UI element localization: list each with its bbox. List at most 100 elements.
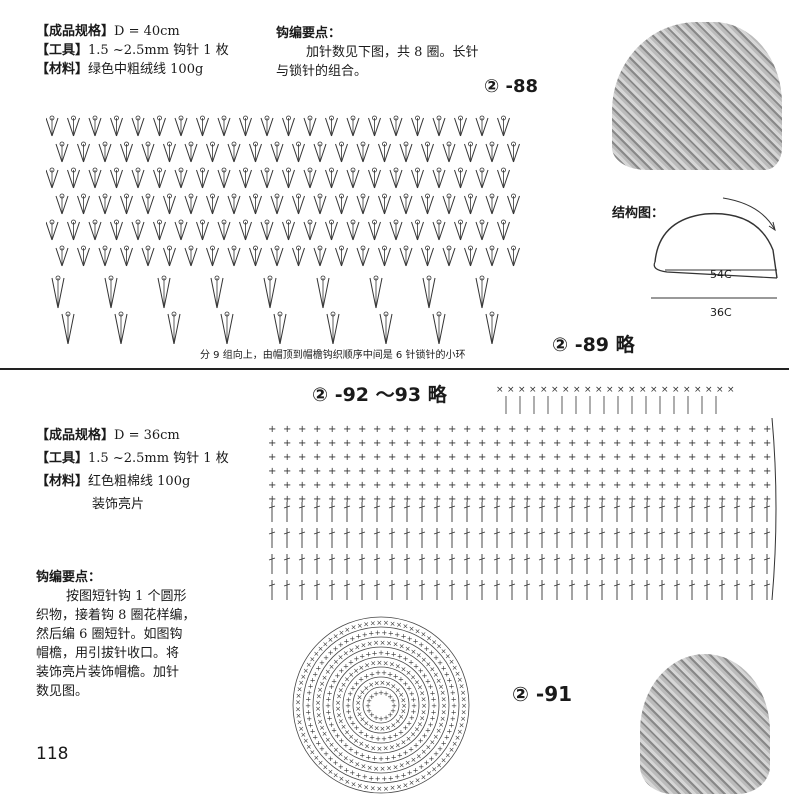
- stitch-dc: [268, 502, 276, 522]
- stitch-plus: +: [418, 424, 426, 435]
- stitch-x: ×: [410, 756, 416, 764]
- stitch-x: ×: [319, 724, 325, 732]
- stitch-x: ×: [399, 762, 405, 770]
- stitch-dc: [388, 528, 396, 548]
- stitch-fan: [210, 275, 224, 309]
- stitch-x: +: [424, 759, 430, 767]
- stitch-fan: [77, 193, 90, 215]
- stitch-x: ×: [353, 737, 359, 745]
- stitch-x: ×: [398, 713, 404, 721]
- stitch-x: ×: [461, 709, 467, 717]
- stitch-plus: +: [763, 452, 771, 463]
- stitch-fan: [249, 141, 262, 163]
- stitch-x: +: [333, 759, 339, 767]
- stitch-x: ×: [449, 658, 455, 666]
- notes-line: 装饰亮片装饰帽檐。加针: [36, 665, 180, 680]
- round-ring: [302, 626, 460, 784]
- stitch-dc: [403, 580, 411, 600]
- stitch-dc: [718, 554, 726, 574]
- stitch-fan: [411, 219, 424, 241]
- stitch-x: +: [381, 669, 387, 677]
- stitch-fan: [67, 167, 80, 189]
- stitch-fan: [51, 275, 65, 309]
- stitch-x: +: [388, 630, 394, 638]
- stitch-plus: +: [643, 480, 651, 491]
- stitch-x: ×: [296, 712, 302, 720]
- stitch-plus: +: [643, 466, 651, 477]
- stitch-plus: +: [688, 452, 696, 463]
- stitch-x: ×: [295, 699, 301, 707]
- stitch-x: ×: [306, 743, 312, 751]
- stitch-plus: +: [508, 494, 516, 505]
- stitch-x: ×: [327, 768, 333, 776]
- stitch-fan: [120, 193, 133, 215]
- stitch-x: ×: [419, 714, 425, 722]
- stitch-fan: [163, 245, 176, 267]
- stitch-dc: [283, 502, 291, 522]
- stitch-plus: +: [613, 466, 621, 477]
- stitch-x: ×: [400, 696, 406, 704]
- stitch-x: ×: [380, 765, 386, 773]
- stitch-plus: +: [448, 466, 456, 477]
- stitch-plus: +: [553, 438, 561, 449]
- stitch-dc: [298, 580, 306, 600]
- stitch-x: ×: [343, 754, 349, 762]
- stitch-x: ×: [298, 679, 304, 687]
- stitch-plus: +: [538, 480, 546, 491]
- stitch-x: ×: [354, 644, 360, 652]
- stitch-dc: [493, 502, 501, 522]
- stitch-dc: [418, 580, 426, 600]
- stitch-plus: +: [448, 494, 456, 505]
- stitch-x: +: [411, 702, 417, 710]
- stitch-dc: [463, 554, 471, 574]
- stitch-plus: +: [328, 494, 336, 505]
- stitch-dc: [523, 528, 531, 548]
- stitch-plus: +: [523, 466, 531, 477]
- stitch-x: ×: [440, 689, 446, 697]
- stitch-fan: [217, 219, 231, 241]
- stitch-fan: [411, 167, 424, 189]
- stitch-x: ×: [383, 619, 389, 627]
- stitch-x: ×: [322, 641, 328, 649]
- stitch-x: ×: [315, 699, 321, 707]
- stitch-x: ×: [376, 785, 382, 793]
- stitch-plus: +: [628, 452, 636, 463]
- stitch-plus: +: [538, 424, 546, 435]
- stitch-plus: +: [388, 466, 396, 477]
- stitch-x: ×: [295, 705, 301, 713]
- stitch-x: ×: [338, 775, 344, 783]
- stitch-x: +: [431, 696, 437, 704]
- stitch-plus: +: [373, 438, 381, 449]
- stitch-x: +: [365, 651, 371, 659]
- stitch-x: ×: [460, 689, 466, 697]
- stitch-x: ×: [296, 692, 302, 700]
- stitch-dc: [433, 502, 441, 522]
- stitch-x: +: [323, 654, 329, 662]
- stitch-plus: +: [628, 494, 636, 505]
- stitch-x: +: [425, 727, 431, 735]
- stitch-x: ×: [309, 655, 315, 663]
- stitch-fan: [313, 193, 327, 215]
- stitch-dc: [328, 580, 336, 600]
- stitch-plus: +: [298, 466, 306, 477]
- stitch-x: ×: [313, 650, 319, 658]
- stitch-dc: [538, 554, 546, 574]
- pattern-id-92-93: ② -92 ～93 略: [312, 384, 447, 406]
- stitch-dc: [583, 580, 591, 600]
- stitch-dc: [433, 580, 441, 600]
- stitch-dc: [538, 502, 546, 522]
- stitch-fan: [196, 219, 209, 241]
- stitch-x: ×: [417, 720, 423, 728]
- stitch-fan: [464, 245, 477, 267]
- stitch-plus: +: [643, 452, 651, 463]
- stitch-plus: +: [343, 424, 351, 435]
- stitch-x: ×: [628, 385, 636, 395]
- stitch-dc: [628, 528, 636, 548]
- stitch-plus: +: [463, 452, 471, 463]
- stitch-fan: [249, 193, 262, 215]
- stitch-x: ×: [433, 733, 439, 741]
- stitch-plus: +: [283, 424, 291, 435]
- stitch-x: ×: [445, 653, 451, 661]
- stitch-x: ×: [457, 728, 463, 736]
- stitch-x: ×: [357, 622, 363, 630]
